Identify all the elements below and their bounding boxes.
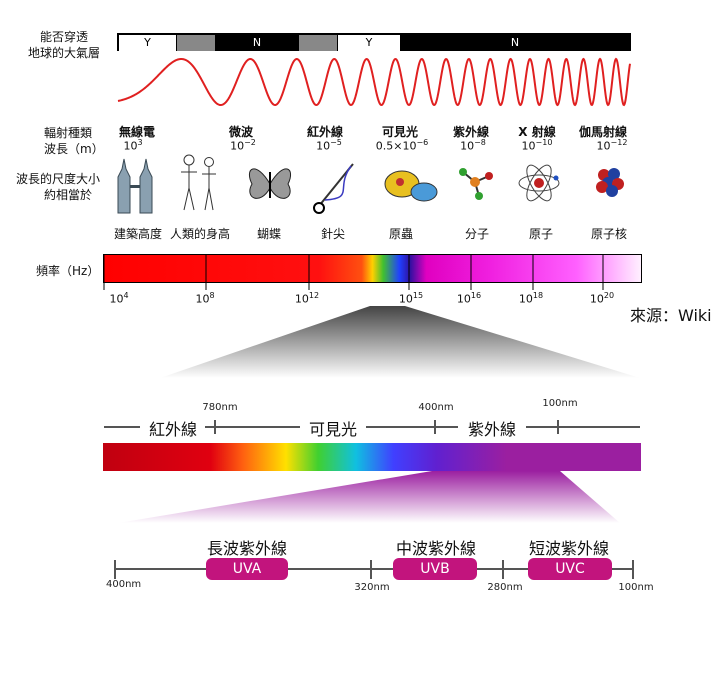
atom-icon [518,164,560,202]
wavelength-infrared: 10−5 [316,138,342,153]
scale-building: 建築高度 [113,227,163,241]
type-gamma: 伽馬射線 [578,125,628,139]
zoom-wedge-2 [118,471,620,523]
wavelength-radio: 103 [123,138,143,153]
zoom2-tick-400: 400nm [106,579,142,590]
frequency-spectrum-bar [103,254,642,283]
scale-label-1: 波長的尺度大小 [16,172,101,186]
source-credit: 來源：Wiki [630,306,712,325]
wave-graphic [117,57,631,107]
frequency-ticks [103,254,604,290]
wavelength-microwave: 10−2 [230,138,256,153]
opacity-segment-y1: Y [119,35,176,51]
nucleus-icon [596,168,624,197]
opacity-segment-gray2 [299,35,337,51]
scale-needle: 針尖 [320,227,346,241]
scale-nucleus: 原子核 [590,227,628,241]
type-microwave: 微波 [228,125,254,139]
uvc-short-label: 短波紫外線 [528,539,610,558]
type-radio: 無線電 [118,125,156,139]
type-label: 輻射種類 [44,126,93,140]
type-visible: 可見光 [381,125,419,139]
type-infrared: 紅外線 [306,125,344,139]
type-xray: X 射線 [518,125,556,139]
scale-label-2: 約相當於 [44,188,93,202]
uvb-mid-label: 中波紫外線 [395,539,477,558]
zoom1-scale-line [104,420,640,434]
scale-atom: 原子 [528,227,554,241]
scale-molecule: 分子 [464,227,490,241]
frequency-tick-6: 1018 [518,291,544,306]
opacity-segment-gray1 [177,35,215,51]
opacity-segment-n2: N [401,35,629,51]
scale-protozoa: 原蟲 [388,227,414,241]
frequency-tick-5: 1016 [456,291,482,306]
type-ultraviolet: 紫外線 [452,125,490,139]
frequency-label: 頻率（Hz） [36,264,100,278]
buildings-icon [117,158,153,214]
zoom-wedge-1 [160,306,640,378]
zoom1-spectrum-bar [103,443,641,471]
uvc-pill: UVC [528,558,612,580]
protozoa-icon [384,170,438,202]
zoom1-tick-100: 100nm [542,398,578,409]
molecule-icon [459,168,493,200]
frequency-tick-1: 104 [109,291,129,306]
uva-long-label: 長波紫外線 [206,539,288,558]
zoom1-band-infrared: 紅外線 [148,420,198,439]
needle-icon [313,163,354,214]
humans-icon [181,154,216,211]
butterfly-icon [248,168,292,199]
zoom2-tick-280: 280nm [487,582,523,593]
zoom1-band-visible: 可見光 [308,420,358,439]
wavelength-gamma: 10−12 [596,138,628,153]
zoom2-tick-100: 100nm [618,582,654,593]
zoom2-tick-320: 320nm [354,582,390,593]
frequency-tick-7: 1020 [589,291,615,306]
wavelength-visible: 0.5×10−6 [375,138,429,153]
frequency-tick-2: 108 [195,291,215,306]
wavelength-label: 波長（m） [44,142,104,156]
wave-line [117,57,631,107]
atmosphere-label-1: 能否穿透 [40,30,89,44]
uvb-pill: UVB [393,558,477,580]
frequency-tick-4: 1015 [398,291,424,306]
opacity-segment-y2: Y [338,35,400,51]
wavelength-ultraviolet: 10−8 [460,138,486,153]
opacity-segment-n1: N [216,35,298,51]
wavelength-xray: 10−10 [521,138,553,153]
scale-butterfly: 蝴蝶 [256,227,282,241]
zoom1-tick-400: 400nm [418,402,454,413]
zoom1-tick-780: 780nm [202,402,238,413]
uva-pill: UVA [206,558,288,580]
scale-human: 人類的身高 [169,227,231,241]
atmosphere-label-2: 地球的大氣層 [28,46,101,60]
zoom1-band-ultraviolet: 紫外線 [467,420,517,439]
frequency-tick-3: 1012 [294,291,320,306]
